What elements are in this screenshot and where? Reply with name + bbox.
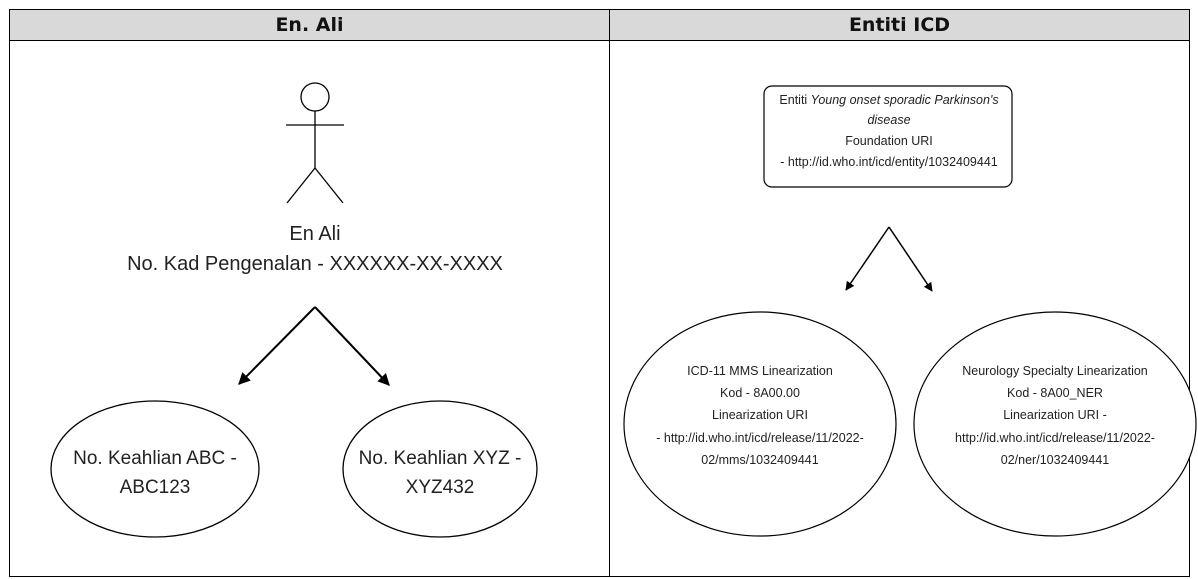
entity-arrows: [845, 226, 933, 292]
entity-name-part1: Young onset sporadic Parkinson's: [811, 93, 999, 107]
entity-prefix: Entiti: [779, 93, 810, 107]
linearization-mms: ICD-11 MMS Linearization Kod - 8A00.00 L…: [623, 311, 897, 537]
ner-uri-line1: http://id.who.int/icd/release/11/2022-: [955, 431, 1155, 445]
stick-figure-icon: [286, 82, 344, 204]
ner-title: Neurology Specialty Linearization: [962, 364, 1148, 378]
arrow-to-ner: [888, 226, 933, 292]
ner-uri-line2: 02/ner/1032409441: [1001, 453, 1109, 467]
ner-code: Kod - 8A00_NER: [1007, 386, 1103, 400]
membership-abc-line2: ABC123: [120, 477, 191, 498]
membership-xyz-line2: XYZ432: [406, 477, 475, 498]
mms-title: ICD-11 MMS Linearization: [687, 364, 833, 378]
membership-abc-line1: No. Keahlian ABC -: [73, 448, 237, 469]
person-name: En Ali: [289, 223, 340, 245]
mms-uri-line1: - http://id.who.int/icd/release/11/2022-: [656, 431, 864, 445]
membership-xyz: No. Keahlian XYZ - XYZ432: [342, 400, 538, 538]
mms-uri-label: Linearization URI: [712, 408, 808, 422]
entity-uri: - http://id.who.int/icd/entity/103240944…: [780, 155, 998, 169]
arrow-to-xyz: [314, 306, 390, 386]
arrow-to-mms: [845, 226, 890, 291]
person-arrows: [238, 306, 390, 386]
ner-uri-label: Linearization URI -: [1003, 408, 1107, 422]
linearization-ner: Neurology Specialty Linearization Kod - …: [913, 311, 1197, 537]
header-en-ali: En. Ali: [9, 9, 610, 41]
arrow-to-abc: [238, 306, 316, 385]
entity-box: Entiti Young onset sporadic Parkinson's …: [763, 85, 1013, 188]
membership-abc: No. Keahlian ABC - ABC123: [50, 400, 260, 538]
entity-uri-label: Foundation URI: [845, 134, 933, 148]
membership-xyz-line1: No. Keahlian XYZ -: [359, 448, 522, 469]
entity-name-part2: disease: [867, 113, 910, 127]
mms-uri-line2: 02/mms/1032409441: [701, 453, 818, 467]
entity-title-line: Entiti Young onset sporadic Parkinson's: [779, 93, 998, 107]
person-id-line: No. Kad Pengenalan - XXXXXX-XX-XXXX: [127, 253, 503, 275]
mms-code: Kod - 8A00.00: [720, 386, 800, 400]
